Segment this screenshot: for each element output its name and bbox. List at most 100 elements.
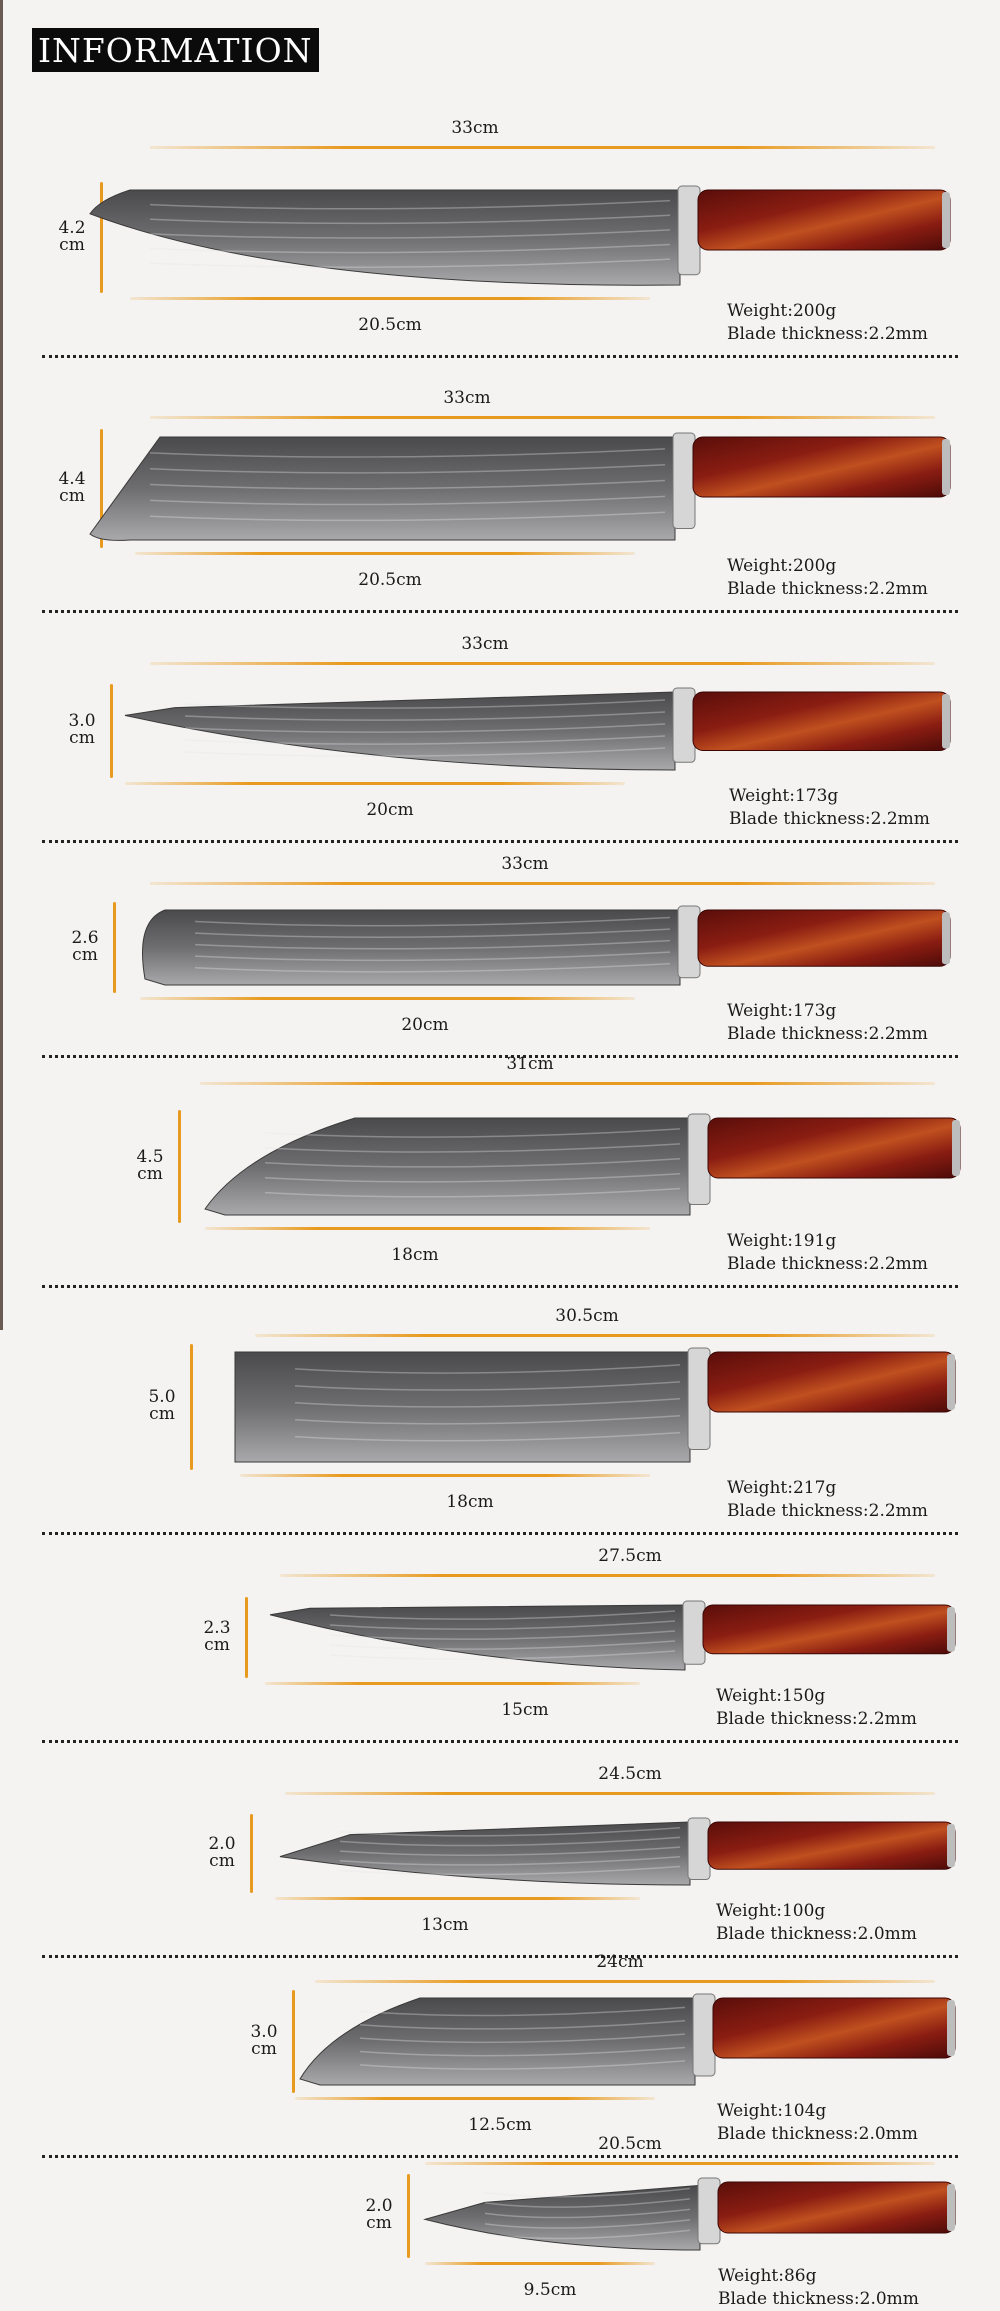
damascus-pattern-line — [149, 258, 671, 268]
resin-handle — [707, 1821, 956, 1870]
total-length-label: 33cm — [501, 854, 549, 874]
total-length-line — [315, 1980, 935, 1983]
total-length-line — [255, 1334, 935, 1337]
resin-handle — [702, 1604, 956, 1655]
blade-thickness-text: Blade thickness:2.0mm — [717, 2124, 918, 2144]
knife-illustration — [269, 1600, 956, 1671]
blade — [269, 1604, 686, 1671]
damascus-pattern-line — [184, 711, 666, 721]
knife-illustration — [234, 1347, 956, 1463]
handle-end-cap — [947, 1354, 955, 1410]
handle-end-cap — [952, 1120, 960, 1176]
handle-end-cap — [942, 439, 950, 495]
blade-length-label: 12.5cm — [468, 2115, 532, 2135]
bolster — [687, 1817, 711, 1881]
weight-text: Weight:200g — [727, 556, 837, 576]
resin-handle — [697, 189, 951, 251]
handle-end-cap — [947, 1607, 955, 1652]
knife-illustration — [89, 185, 951, 286]
total-length-line — [150, 146, 935, 149]
damascus-pattern-line — [329, 1650, 676, 1660]
bolster — [692, 1993, 716, 2077]
resin-handle — [717, 2181, 956, 2234]
damascus-pattern-line — [294, 1381, 681, 1391]
damascus-pattern-line — [149, 463, 666, 474]
damascus-pattern-line — [264, 1143, 681, 1153]
blade-length-line — [240, 1474, 650, 1477]
blade-length-label: 13cm — [421, 1915, 469, 1935]
blade-length-line — [265, 1682, 640, 1685]
blade-length-line — [140, 997, 635, 1000]
damascus-pattern-line — [294, 1398, 681, 1408]
blade-length-line — [205, 1227, 650, 1230]
damascus-pattern-line — [484, 2219, 691, 2229]
blade-length-line — [295, 2097, 655, 2100]
blade-thickness-text: Blade thickness:2.2mm — [729, 809, 930, 829]
damascus-pattern-line — [484, 2229, 691, 2240]
resin-handle — [707, 1117, 961, 1179]
blade — [124, 691, 676, 771]
damascus-pattern-line — [264, 1172, 681, 1183]
blade-height-value: 2.0 — [208, 1833, 236, 1854]
damascus-pattern-line — [294, 1414, 681, 1425]
blade-thickness-text: Blade thickness:2.2mm — [727, 1254, 928, 1274]
total-length-label: 20.5cm — [598, 2134, 662, 2154]
damascus-pattern-line — [184, 699, 666, 709]
damascus-pattern-line — [194, 916, 671, 927]
blade-length-label: 18cm — [391, 1245, 439, 1265]
blade-length-line — [130, 297, 650, 300]
total-length-line — [150, 662, 935, 665]
damascus-pattern-line — [149, 495, 666, 506]
total-length-line — [285, 1792, 935, 1795]
total-length-label: 30.5cm — [555, 1306, 619, 1326]
weight-text: Weight:100g — [716, 1901, 826, 1921]
blade — [89, 189, 681, 286]
blade-thickness-text: Blade thickness:2.2mm — [727, 579, 928, 599]
blade-height-value: 2.3 — [203, 1617, 231, 1638]
blade-length-label: 20cm — [366, 800, 414, 820]
dotted-divider — [42, 1285, 958, 1288]
blade — [204, 1117, 691, 1216]
damascus-pattern-line — [184, 723, 666, 733]
blade-height-line — [190, 1344, 193, 1470]
resin-handle — [697, 909, 951, 967]
blade-height-unit: cm — [149, 1404, 175, 1424]
blade-length-label: 20.5cm — [358, 315, 422, 335]
damascus-pattern-line — [484, 2198, 691, 2208]
blade-height-line — [178, 1110, 181, 1223]
handle-end-cap — [942, 694, 950, 749]
resin-handle — [707, 1351, 956, 1413]
damascus-pattern-line — [484, 2208, 691, 2219]
dotted-divider — [42, 1532, 958, 1535]
damascus-pattern-line — [194, 962, 671, 973]
dotted-divider — [42, 1740, 958, 1743]
blade-length-line — [425, 2262, 655, 2265]
damascus-pattern-line — [359, 2046, 686, 2057]
damascus-pattern-line — [149, 214, 671, 225]
blade — [142, 909, 681, 986]
knife-illustration — [204, 1113, 961, 1216]
blade-height-line — [100, 429, 103, 548]
bolster — [697, 2177, 721, 2245]
bolster — [687, 1113, 711, 1205]
blade-height-line — [292, 1990, 295, 2093]
damascus-pattern-line — [339, 1836, 681, 1847]
damascus-pattern-line — [149, 199, 671, 210]
dotted-divider — [42, 1955, 958, 1958]
resin-handle — [692, 691, 951, 751]
damascus-pattern-line — [194, 951, 671, 962]
bolster — [677, 905, 701, 979]
dotted-divider — [42, 610, 958, 613]
blade-thickness-text: Blade thickness:2.2mm — [727, 324, 928, 344]
